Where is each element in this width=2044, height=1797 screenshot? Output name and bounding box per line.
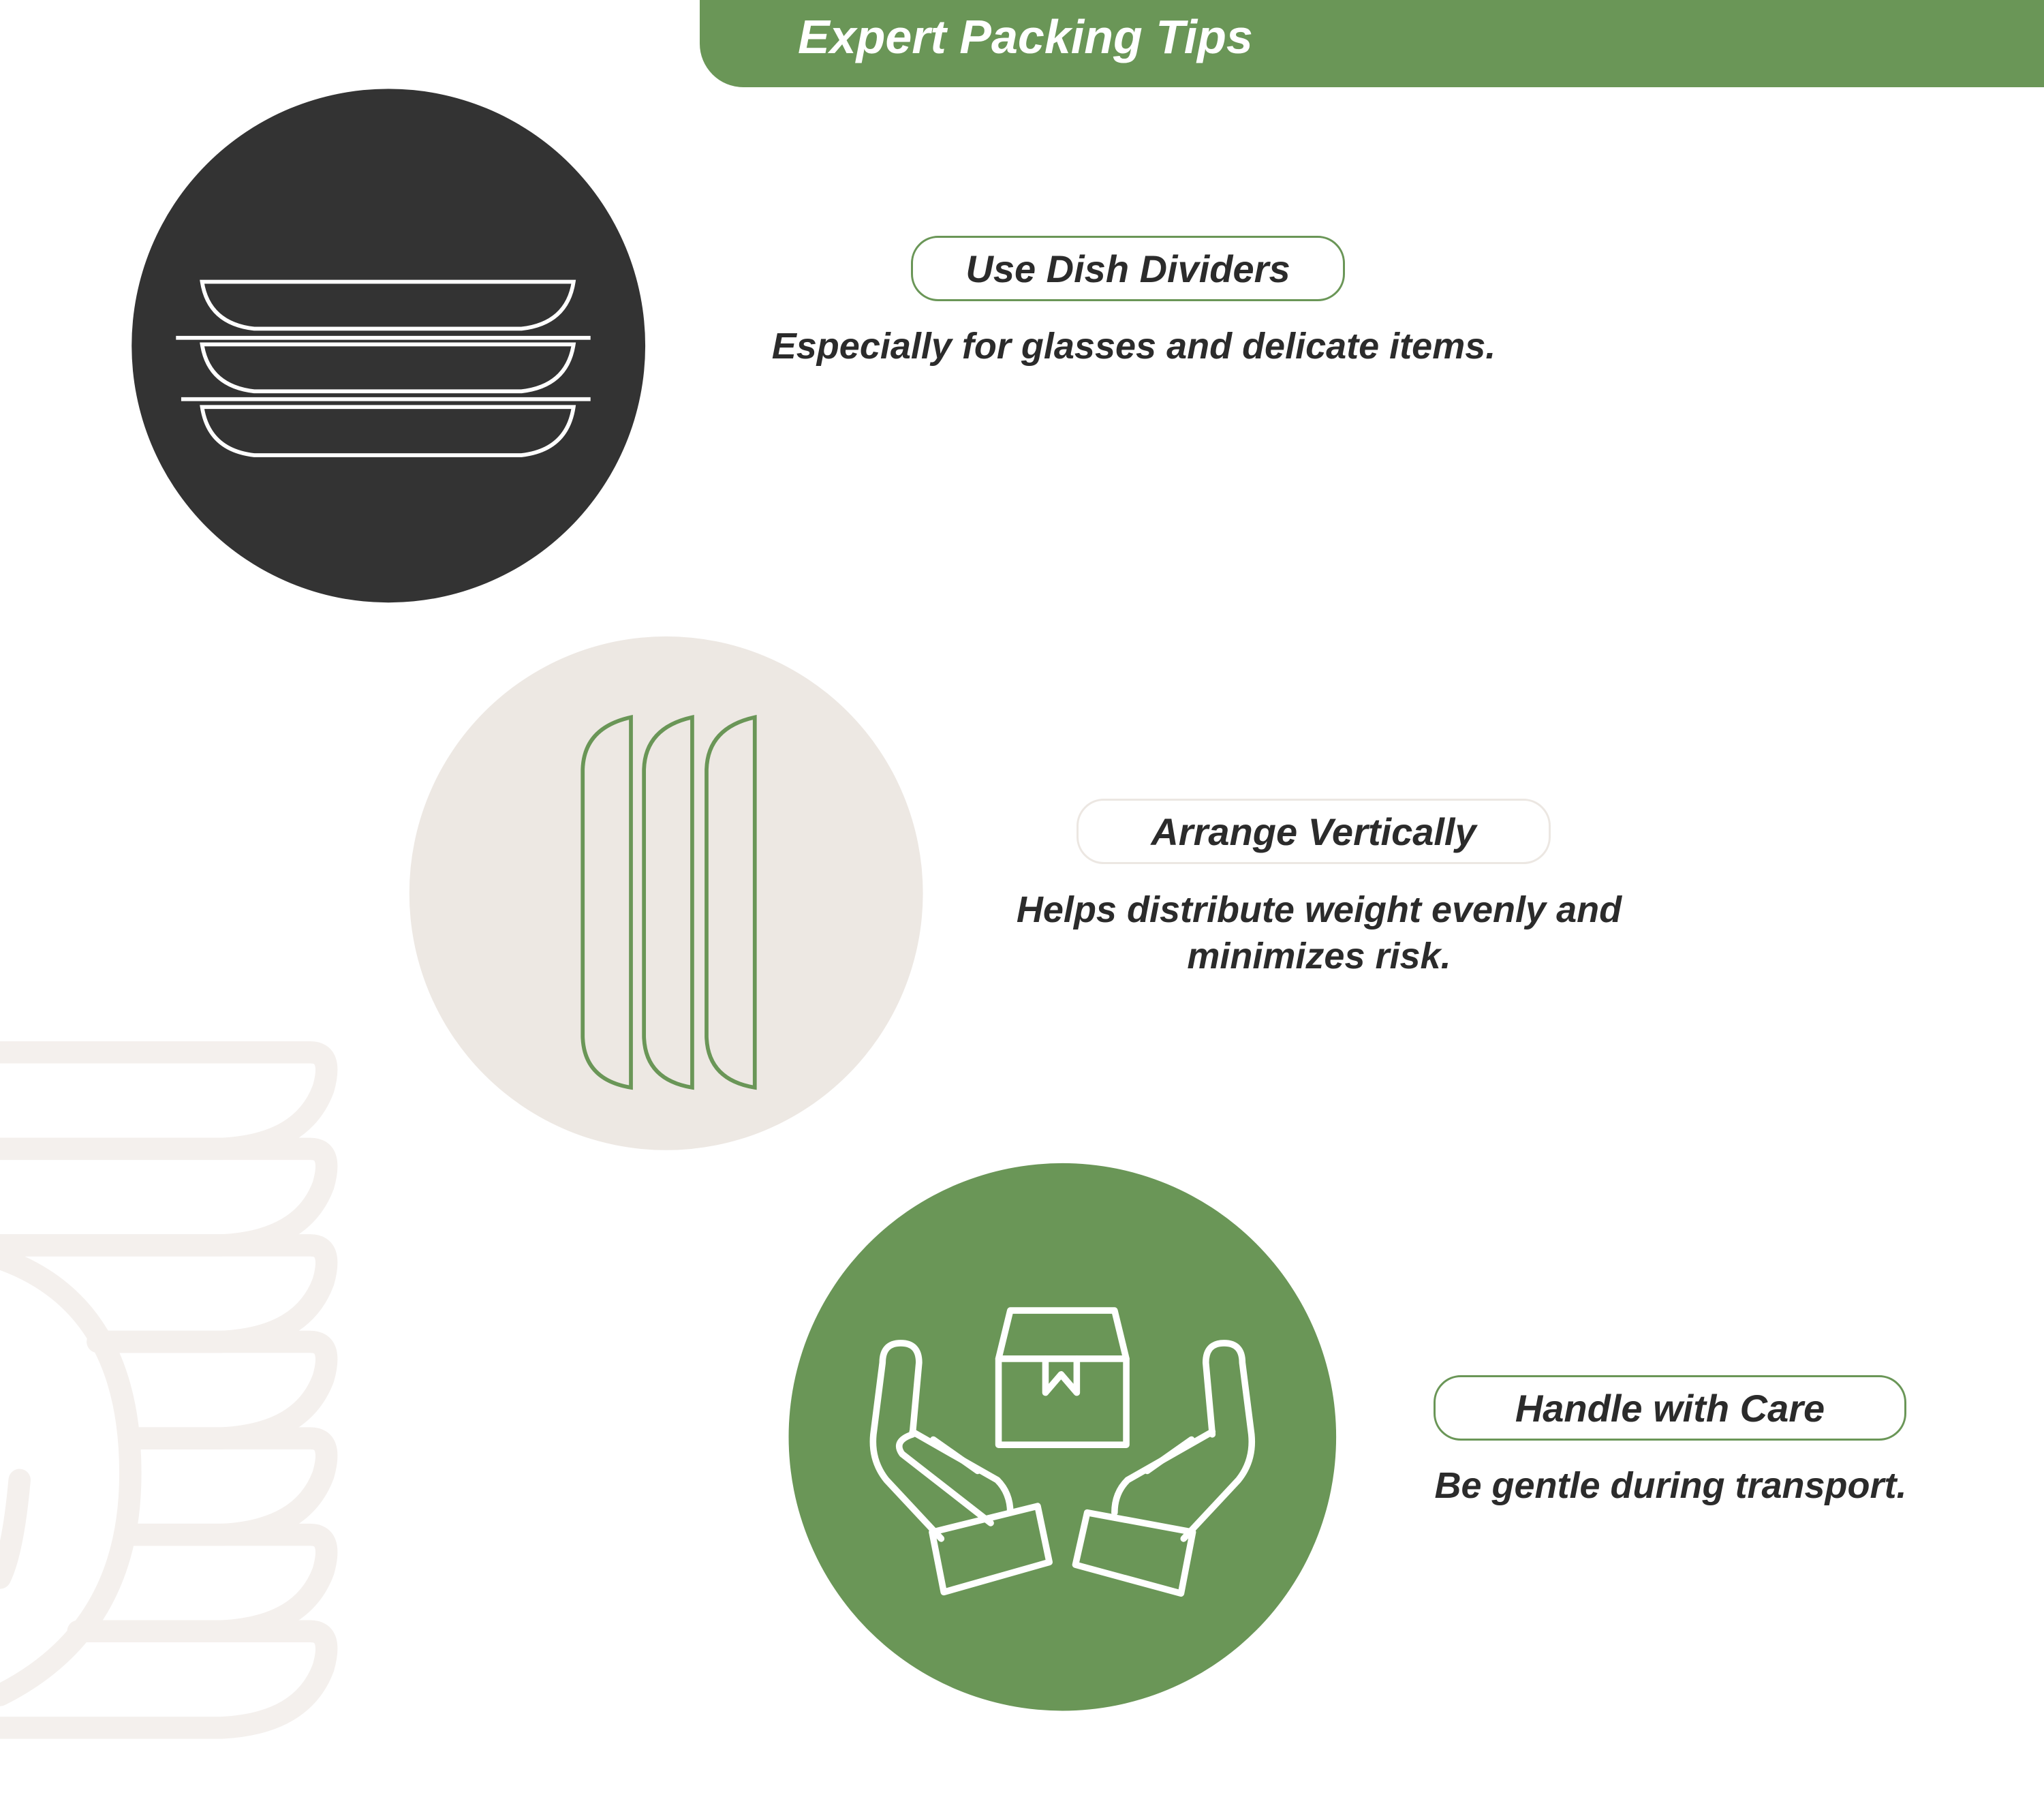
arrange-vertically-circle	[409, 636, 923, 1150]
tip-title-pill-handle-with-care: Handle with Care	[1434, 1375, 1906, 1441]
hands-holding-box-icon	[869, 1307, 1256, 1597]
tip-description-line: Helps distribute weight evenly and	[1016, 889, 1622, 930]
tip-description: Especially for glasses and delicate item…	[771, 326, 1496, 367]
page-title: Expert Packing Tips	[798, 10, 1253, 63]
tip-title: Handle with Care	[1515, 1386, 1825, 1430]
tip-title: Arrange Vertically	[1151, 810, 1476, 853]
tip-description: Helps distribute weight evenly and minim…	[1017, 887, 1622, 979]
tip-description: Be gentle during transport.	[1434, 1465, 1907, 1506]
tip-title-pill-arrange-vertically: Arrange Vertically	[1077, 799, 1551, 864]
decorative-bowls-icon	[0, 1041, 338, 1739]
tip-title-pill-dish-dividers: Use Dish Dividers	[911, 236, 1345, 301]
vertical-plates-icon	[580, 714, 757, 1090]
handle-with-care-circle	[788, 1163, 1337, 1711]
stacked-plates-icon	[176, 279, 591, 457]
tip-description-line: minimizes risk.	[1187, 936, 1451, 977]
tip-title: Use Dish Dividers	[965, 247, 1290, 290]
header-banner: Expert Packing Tips	[700, 0, 2044, 87]
